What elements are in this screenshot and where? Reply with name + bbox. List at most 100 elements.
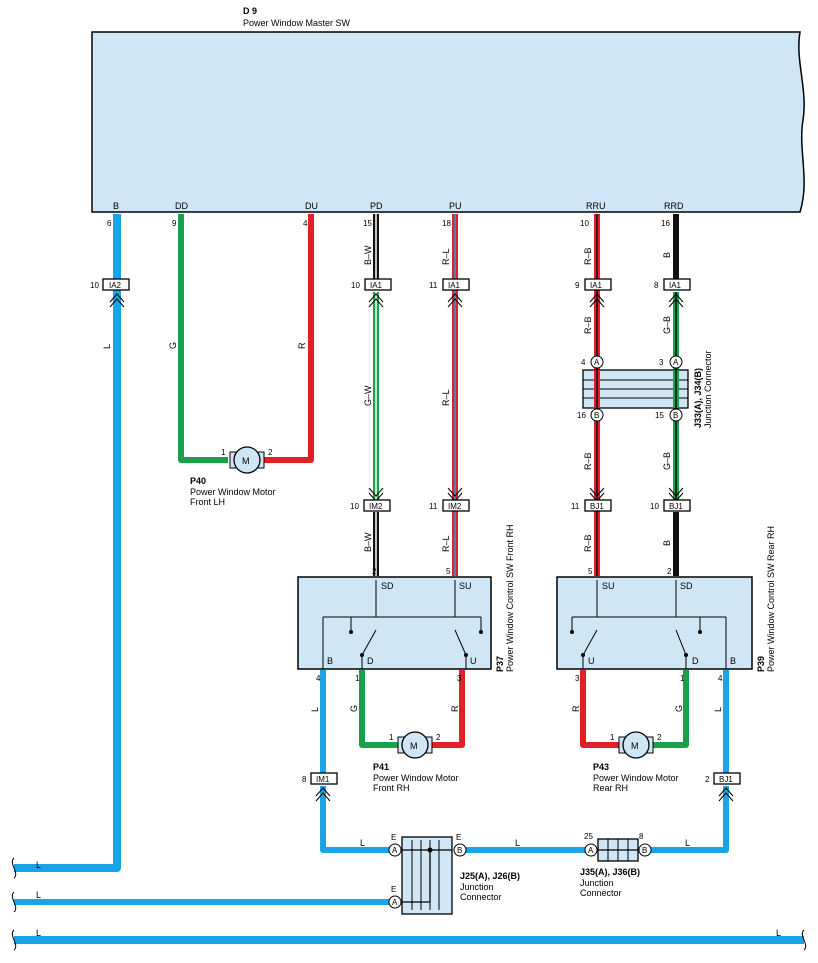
- svg-text:B–W: B–W: [363, 245, 373, 265]
- connector-bj1-c: BJ1 2: [705, 772, 741, 802]
- svg-text:L: L: [515, 838, 520, 848]
- svg-text:B: B: [662, 252, 672, 258]
- master-pin-du: DU: [305, 201, 318, 211]
- connector-im1: IM1 8: [302, 772, 338, 802]
- svg-text:P43: P43: [593, 762, 609, 772]
- svg-text:Connector: Connector: [460, 892, 502, 902]
- svg-text:U: U: [588, 656, 595, 666]
- svg-text:3: 3: [659, 358, 664, 367]
- svg-text:R–B: R–B: [583, 316, 593, 334]
- svg-text:P40: P40: [190, 476, 206, 486]
- svg-text:4: 4: [303, 219, 308, 228]
- svg-text:1: 1: [355, 674, 360, 683]
- svg-text:L: L: [36, 928, 41, 938]
- svg-text:L: L: [36, 860, 41, 870]
- connector-bj1-b: BJ1 10: [650, 487, 691, 512]
- svg-text:IA1: IA1: [370, 281, 383, 290]
- svg-text:G–W: G–W: [363, 385, 373, 406]
- svg-text:D: D: [367, 656, 374, 666]
- svg-text:R–L: R–L: [441, 389, 451, 406]
- wire-g-p43: [651, 670, 689, 748]
- svg-text:16: 16: [577, 411, 586, 420]
- svg-text:R–B: R–B: [583, 534, 593, 552]
- motor-icon: M: [410, 741, 418, 751]
- svg-text:R–B: R–B: [583, 452, 593, 470]
- svg-text:IA1: IA1: [669, 281, 682, 290]
- svg-text:Rear RH: Rear RH: [593, 783, 628, 793]
- connector-im2-a: IM2 10: [350, 487, 391, 512]
- svg-text:A: A: [594, 358, 600, 367]
- svg-text:3: 3: [575, 674, 580, 683]
- motor-icon: M: [242, 456, 250, 466]
- svg-text:R: R: [297, 342, 307, 349]
- svg-text:Front RH: Front RH: [373, 783, 410, 793]
- wire-color-labels: L G R B–W G–W B–W R–L R–L R–L R–B R–B R–…: [36, 245, 781, 938]
- svg-text:8: 8: [639, 832, 644, 841]
- master-pin-pu: PU: [449, 201, 462, 211]
- svg-text:15: 15: [655, 411, 664, 420]
- master-pin-rrd: RRD: [664, 201, 684, 211]
- svg-text:IM2: IM2: [448, 502, 462, 511]
- break-marks: [11, 857, 807, 951]
- svg-text:G–B: G–B: [662, 316, 672, 334]
- motor-p40: M 1 2 P40 Power Window Motor Front LH: [190, 446, 276, 507]
- wire-g-p41: [359, 670, 398, 748]
- connector-ia2: IA2 10: [90, 278, 130, 308]
- switch-p37: 2 5 SD SU B D U 4 1 3 P37 Power Window C…: [297, 524, 515, 683]
- svg-text:SU: SU: [602, 581, 615, 591]
- svg-text:25: 25: [584, 832, 593, 841]
- svg-text:2: 2: [667, 567, 672, 576]
- master-pin-rru: RRU: [586, 201, 606, 211]
- svg-text:1: 1: [389, 733, 394, 742]
- svg-text:2: 2: [372, 567, 377, 576]
- svg-text:B: B: [662, 540, 672, 546]
- svg-text:L: L: [776, 928, 781, 938]
- motor-p41: M 1 2 P41 Power Window Motor Front RH: [373, 731, 459, 793]
- svg-text:G–B: G–B: [662, 452, 672, 470]
- master-pin-b: B: [113, 201, 119, 211]
- svg-text:16: 16: [661, 219, 670, 228]
- svg-text:L: L: [310, 707, 320, 712]
- connector-ia1-pu: IA1 11: [429, 278, 470, 308]
- svg-text:BJ1: BJ1: [719, 775, 733, 784]
- master-pin-numbers: 6 9 4 15 18 10 16: [107, 219, 670, 228]
- svg-text:IM2: IM2: [369, 502, 383, 511]
- svg-text:B–W: B–W: [363, 532, 373, 552]
- master-code: D 9: [243, 6, 257, 16]
- svg-text:2: 2: [268, 448, 273, 457]
- svg-text:J35(A), J36(B): J35(A), J36(B): [580, 867, 640, 877]
- svg-text:10: 10: [580, 219, 589, 228]
- svg-text:4: 4: [718, 674, 723, 683]
- svg-text:10: 10: [90, 281, 99, 290]
- svg-text:1: 1: [221, 448, 226, 457]
- motor-p43: M 1 2 P43 Power Window Motor Rear RH: [593, 731, 679, 793]
- svg-text:9: 9: [575, 281, 580, 290]
- svg-text:18: 18: [442, 219, 451, 228]
- svg-text:5: 5: [588, 567, 593, 576]
- master-pin-dd: DD: [175, 201, 188, 211]
- svg-text:A: A: [673, 358, 679, 367]
- svg-text:L: L: [685, 838, 690, 848]
- svg-text:IA2: IA2: [109, 281, 122, 290]
- switch-p39: 5 2 SU SD U D B 3 1 4 P39 Power Window C…: [556, 526, 776, 683]
- svg-text:Junction: Junction: [580, 878, 614, 888]
- svg-text:A: A: [588, 846, 594, 855]
- svg-text:B: B: [642, 846, 647, 855]
- connector-ia1-rrd: IA1 8: [654, 278, 691, 308]
- svg-text:Power Window Motor: Power Window Motor: [190, 487, 276, 497]
- svg-text:R–L: R–L: [441, 248, 451, 265]
- svg-text:L: L: [713, 707, 723, 712]
- wire-r-p43: [580, 670, 619, 748]
- svg-text:5: 5: [446, 567, 451, 576]
- svg-text:R: R: [571, 705, 581, 712]
- svg-text:2: 2: [436, 733, 441, 742]
- svg-text:E: E: [391, 885, 396, 894]
- svg-text:Junction: Junction: [460, 882, 494, 892]
- svg-text:A: A: [392, 898, 398, 907]
- connector-ia1-pd: IA1 10: [351, 278, 392, 308]
- wire-l-master: [14, 214, 121, 872]
- svg-text:R: R: [450, 705, 460, 712]
- svg-text:D: D: [692, 656, 699, 666]
- connector-im2-b: IM2 11: [429, 487, 470, 512]
